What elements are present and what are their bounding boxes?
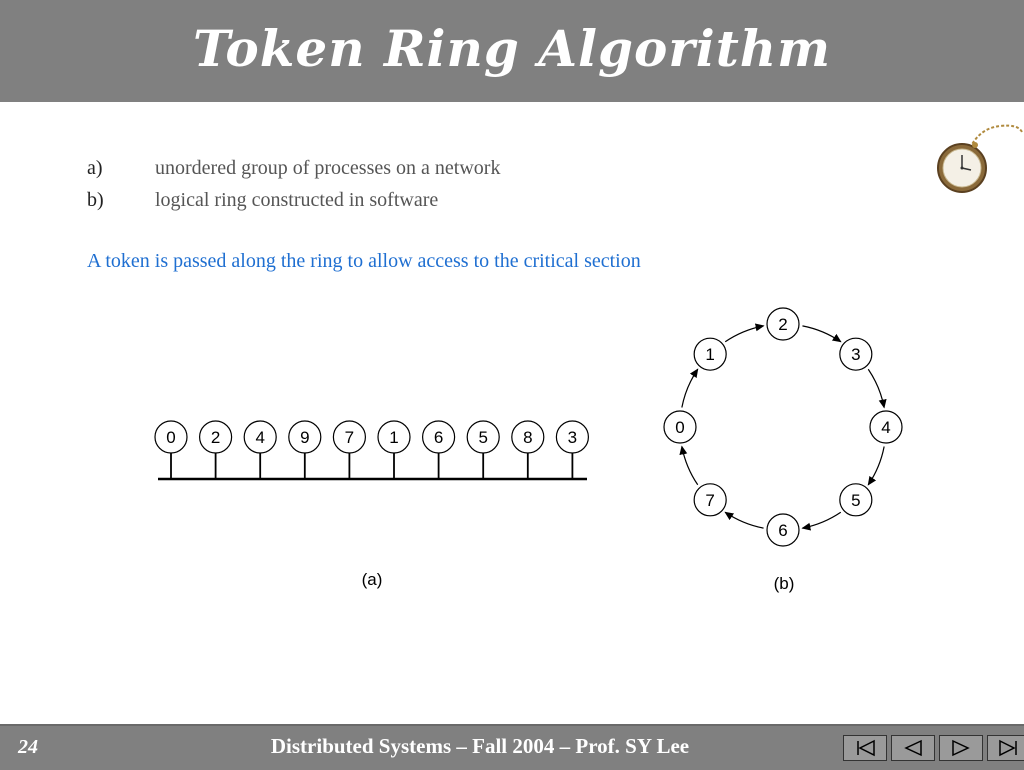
- bus-node: 3: [555, 420, 590, 479]
- pocket-watch-icon: [930, 118, 1024, 203]
- bus-node: 0: [154, 420, 188, 479]
- ring-node-label: 0: [675, 418, 684, 437]
- bus-node-circle: [243, 420, 277, 454]
- bus-node-circle: [288, 420, 322, 454]
- bus-node-label: 2: [211, 428, 220, 447]
- slide-navigation: [843, 735, 1024, 761]
- bullet-item: b) logical ring constructed in software: [87, 184, 500, 216]
- page-number: 24: [18, 736, 38, 758]
- ring-node-label: 1: [705, 345, 714, 364]
- ring-node-label: 5: [851, 491, 860, 510]
- ring-arrow: [802, 325, 842, 343]
- bus-node-circle: [377, 420, 411, 454]
- previous-slide-icon: [904, 739, 922, 757]
- ring-arrow: [801, 511, 842, 531]
- ring-node: 0: [663, 410, 697, 444]
- bus-node: 2: [199, 420, 233, 479]
- logical-ring: 2 3 4 5 6 7 0 1: [663, 307, 903, 547]
- last-slide-icon: [999, 739, 1017, 757]
- ring-node: 5: [839, 483, 873, 517]
- ring-arrow: [724, 323, 765, 343]
- bus-node-label: 9: [300, 428, 309, 447]
- ring-node: 3: [839, 337, 873, 371]
- ring-node-label: 4: [881, 418, 890, 437]
- bus-node-label: 1: [389, 428, 398, 447]
- ring-node-circle: [663, 410, 697, 444]
- bus-node-label: 0: [166, 428, 175, 447]
- bullet-text: logical ring constructed in software: [155, 188, 439, 211]
- ring-node-circle: [766, 307, 800, 341]
- ring-arrow: [679, 445, 699, 486]
- first-slide-icon: [857, 739, 875, 757]
- token-note: A token is passed along the ring to allo…: [87, 250, 641, 272]
- bus-node: 6: [422, 420, 456, 479]
- ring-node-circle: [693, 337, 727, 371]
- title-bar: Token Ring Algorithm: [0, 0, 1024, 102]
- ring-node-circle: [766, 513, 800, 547]
- previous-slide-button[interactable]: [891, 735, 935, 761]
- bus-node-label: 3: [568, 428, 577, 447]
- bullet-label: a): [87, 156, 103, 179]
- last-slide-button[interactable]: [987, 735, 1024, 761]
- bus-caption: (a): [362, 570, 383, 589]
- bus-node: 8: [511, 420, 545, 479]
- ring-node-label: 7: [705, 491, 714, 510]
- footer-text: Distributed Systems – Fall 2004 – Prof. …: [270, 734, 690, 758]
- bus-node-circle: [511, 420, 545, 454]
- ring-node-circle: [693, 483, 727, 517]
- ring-arrow: [867, 368, 887, 409]
- ring-node-label: 2: [778, 315, 787, 334]
- ring-node: 1: [693, 337, 727, 371]
- next-slide-button[interactable]: [939, 735, 983, 761]
- bullet-label: b): [87, 188, 104, 211]
- ring-arrow: [867, 446, 885, 486]
- bus-node: 7: [332, 420, 366, 479]
- ring-node-circle: [869, 410, 903, 444]
- ring-arrow: [724, 511, 764, 529]
- ring-node: 7: [693, 483, 727, 517]
- ring-node-label: 3: [851, 345, 860, 364]
- bus-node-circle: [332, 420, 366, 454]
- bus-node: 5: [466, 420, 500, 479]
- bus-node-label: 8: [523, 428, 532, 447]
- bullet-text: unordered group of processes on a networ…: [155, 156, 501, 179]
- bus-node-label: 6: [434, 428, 443, 447]
- bus-node-circle: [422, 420, 456, 454]
- bus-node-circle: [466, 420, 500, 454]
- bus-node: 1: [377, 420, 411, 479]
- slide-title: Token Ring Algorithm: [192, 18, 832, 78]
- ring-node-circle: [839, 337, 873, 371]
- bus-node-circle: [555, 420, 590, 454]
- bus-node-circle: [154, 420, 188, 454]
- bullet-item: a) unordered group of processes on a net…: [87, 152, 500, 184]
- footer-bar: 24 Distributed Systems – Fall 2004 – Pro…: [0, 724, 1024, 770]
- bus-node: 9: [288, 420, 322, 479]
- bus-node-label: 7: [345, 428, 354, 447]
- ring-caption: (b): [774, 574, 795, 593]
- bullet-list: a) unordered group of processes on a net…: [87, 152, 500, 216]
- ring-node: 6: [766, 513, 800, 547]
- ring-node: 4: [869, 410, 903, 444]
- bus-node-label: 5: [478, 428, 487, 447]
- ring-node-circle: [839, 483, 873, 517]
- ring-arrow: [681, 368, 699, 408]
- bus-node-label: 4: [255, 428, 264, 447]
- first-slide-button[interactable]: [843, 735, 887, 761]
- bus-node-circle: [199, 420, 233, 454]
- bus-node: 4: [243, 420, 277, 479]
- next-slide-icon: [952, 739, 970, 757]
- bus-network: 0 2 4 9 7 1 6 5 8 3: [154, 420, 590, 481]
- ring-node: 2: [766, 307, 800, 341]
- ring-node-label: 6: [778, 521, 787, 540]
